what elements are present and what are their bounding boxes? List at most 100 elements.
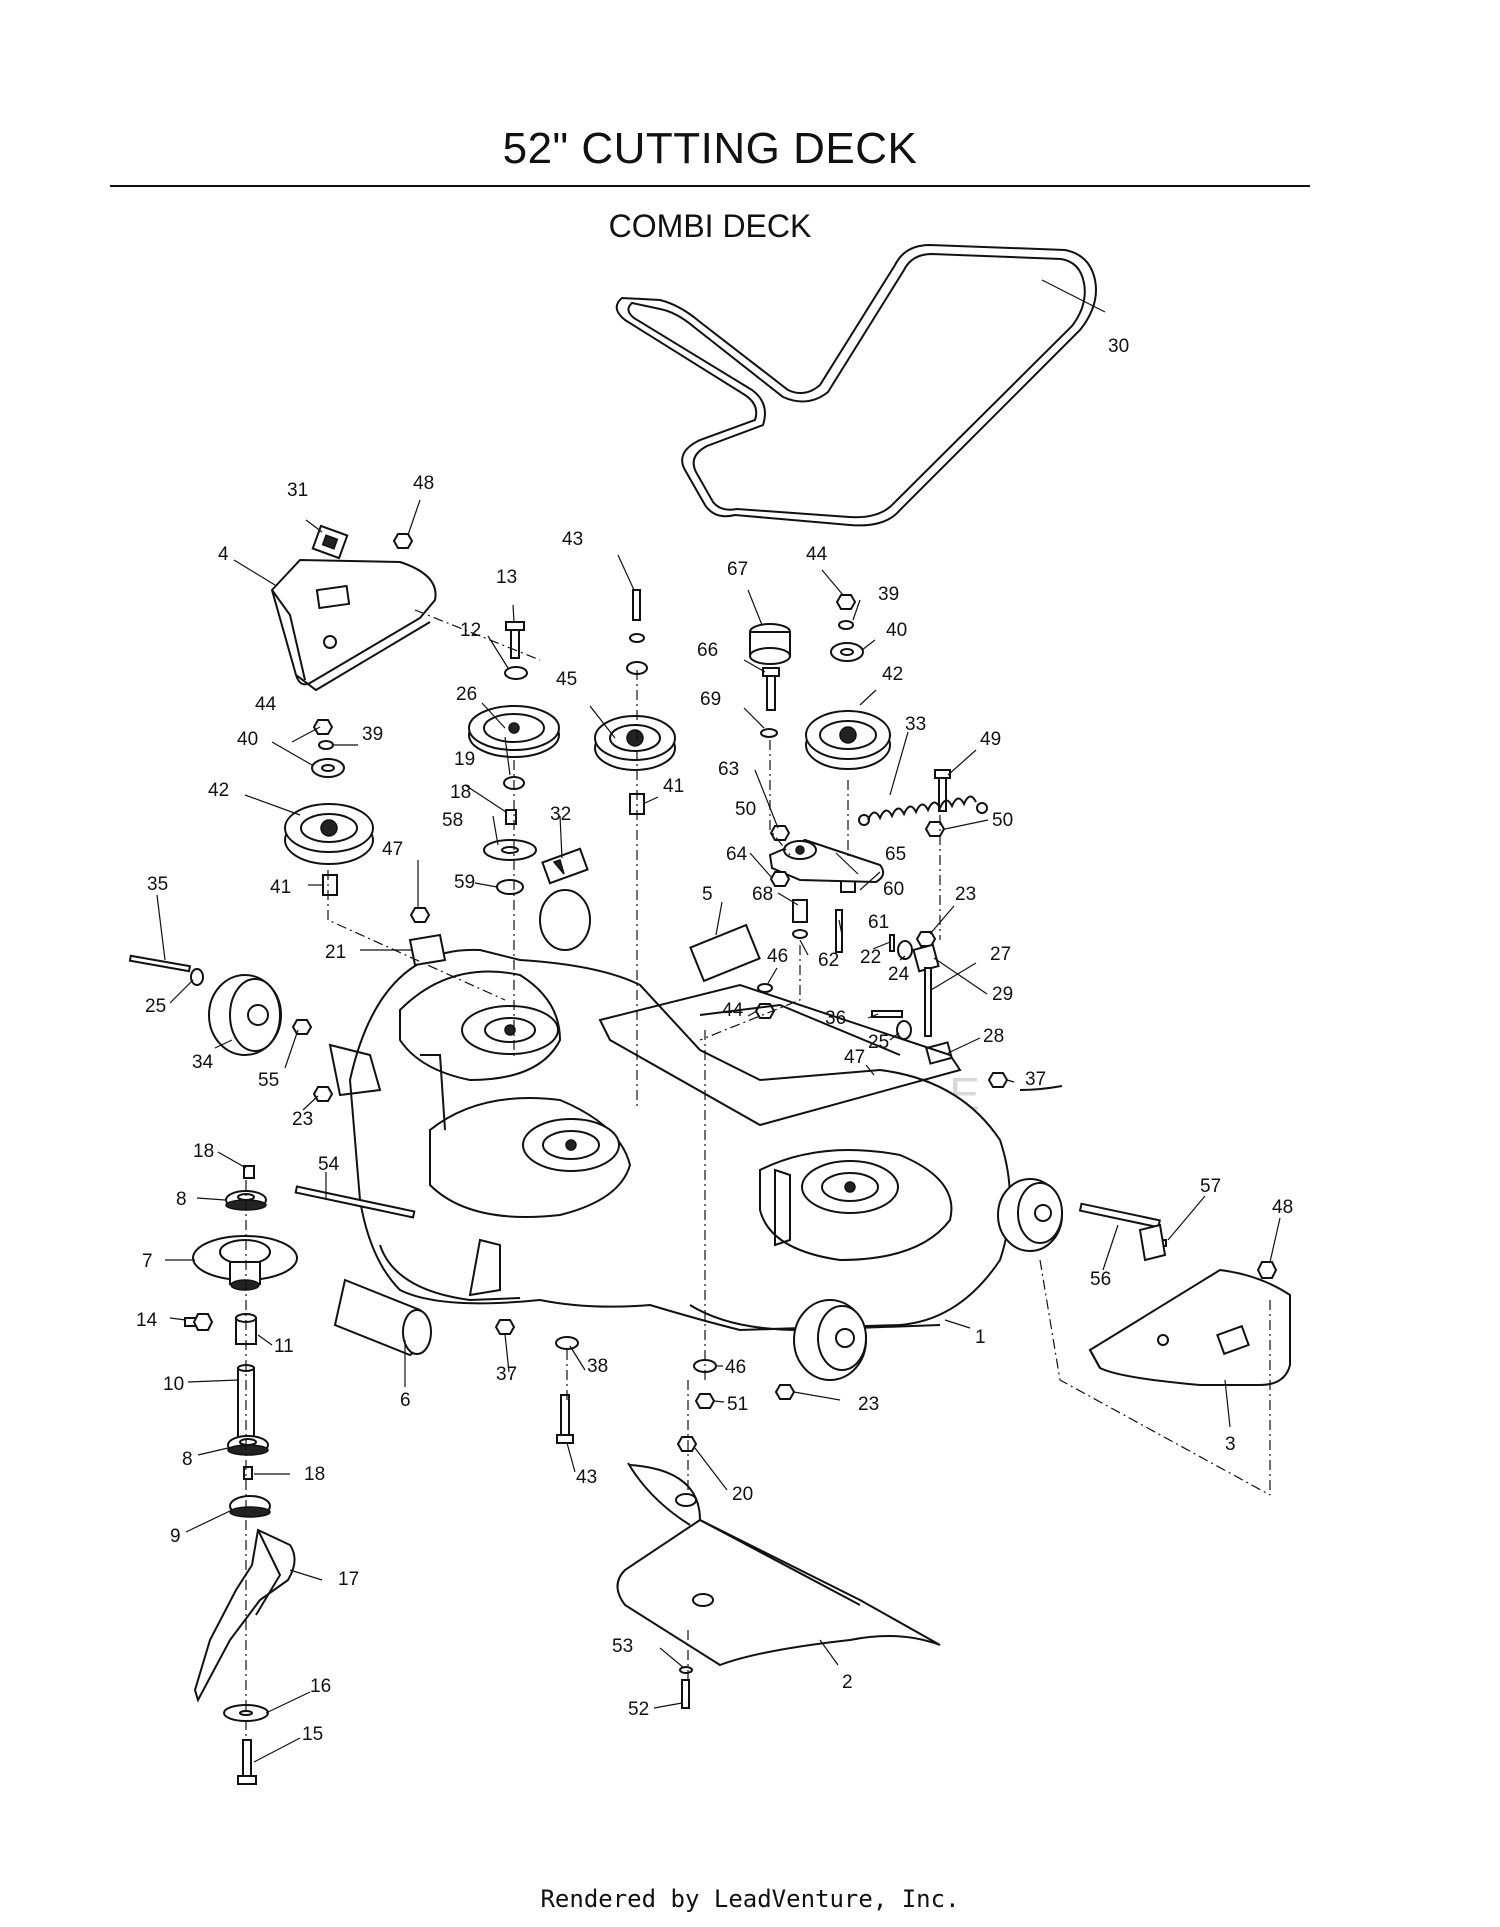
callout-43-upper: 43 <box>562 529 583 550</box>
part-54-bolt <box>294 1185 416 1219</box>
part-21-bracket <box>408 933 447 967</box>
callout-29: 29 <box>992 984 1013 1005</box>
callout-55: 55 <box>258 1070 279 1091</box>
callout-7: 7 <box>142 1251 153 1272</box>
callout-21: 21 <box>325 942 346 963</box>
callout-23-left: 23 <box>292 1109 313 1130</box>
callout-59: 59 <box>454 872 475 893</box>
part-50-nut-right <box>924 821 946 837</box>
part-13-bolt <box>505 621 525 659</box>
part-51-nut <box>694 1393 716 1409</box>
callout-9: 9 <box>170 1526 181 1547</box>
callout-18-top: 18 <box>193 1141 214 1162</box>
callout-44-left: 44 <box>255 694 277 715</box>
part-62-washer <box>792 929 808 939</box>
title-rule <box>110 185 1310 187</box>
callout-32: 32 <box>550 804 571 825</box>
part-33-spring <box>858 795 988 826</box>
callout-16: 16 <box>310 1676 331 1697</box>
callout-56: 56 <box>1090 1269 1111 1290</box>
part-8-bearing-bottom <box>227 1435 269 1456</box>
callout-50-right: 50 <box>992 810 1013 831</box>
callout-27: 27 <box>990 944 1011 965</box>
part-36-bolt <box>871 1010 903 1018</box>
callout-38: 38 <box>587 1356 608 1377</box>
callout-64: 64 <box>726 844 748 865</box>
diagram-subtitle: COMBI DECK <box>608 208 812 244</box>
part-18-key-left-top <box>243 1165 255 1179</box>
part-43-bolt-lower <box>556 1394 574 1444</box>
part-67-bumper <box>749 623 791 665</box>
part-48-nut-right <box>1256 1261 1278 1279</box>
callout-33: 33 <box>905 714 926 735</box>
callout-11: 11 <box>274 1336 294 1357</box>
callout-20: 20 <box>732 1484 753 1505</box>
callout-68: 68 <box>752 884 773 905</box>
part-wheel-front-right <box>997 1178 1063 1252</box>
callout-36: 36 <box>825 1008 846 1029</box>
part-4-pulley-cover-left <box>270 558 437 692</box>
part-wheel-front-center <box>793 1299 867 1381</box>
callout-51: 51 <box>727 1394 748 1415</box>
part-15-bolt <box>237 1739 257 1785</box>
callout-43-lower: 43 <box>576 1467 597 1488</box>
part-25-washer-right <box>896 1020 912 1040</box>
part-57-bolt <box>1138 1223 1167 1262</box>
callout-26: 26 <box>456 684 477 705</box>
part-29-rod <box>924 967 932 1037</box>
callout-53: 53 <box>612 1636 633 1657</box>
callout-39-right: 39 <box>878 584 899 605</box>
part-40-bearing-left <box>311 758 345 778</box>
callout-15: 15 <box>302 1724 323 1745</box>
callout-12: 12 <box>460 620 481 641</box>
callout-41-right: 41 <box>663 776 684 797</box>
part-23-nut-left <box>312 1086 334 1102</box>
callout-5: 5 <box>702 884 713 905</box>
callout-25-right: 25 <box>868 1032 889 1053</box>
part-50-nut-left <box>769 825 791 841</box>
callout-23-lower: 23 <box>858 1394 879 1415</box>
callout-18-upper: 18 <box>450 782 471 803</box>
part-39-washer-right <box>838 620 854 630</box>
part-35-bolt <box>128 954 192 973</box>
callout-35: 35 <box>147 874 168 895</box>
callout-48-right: 48 <box>1272 1197 1293 1218</box>
callout-labels: 1 2 3 4 5 6 7 8 8 9 10 11 12 13 14 15 16… <box>136 336 1293 1745</box>
callout-48-left: 48 <box>413 473 434 494</box>
part-41-spacer-left <box>322 874 338 896</box>
callout-37-right: 37 <box>1025 1069 1046 1090</box>
part-58-washer <box>483 839 537 861</box>
part-1-deck <box>328 948 1011 1332</box>
callout-34: 34 <box>192 1052 214 1073</box>
callout-31: 31 <box>287 480 308 501</box>
callout-66: 66 <box>697 640 718 661</box>
footer-credit: Rendered by LeadVenture, Inc. <box>540 1885 960 1913</box>
callout-6: 6 <box>400 1390 411 1411</box>
part-52-bolt <box>681 1679 690 1709</box>
callout-24: 24 <box>888 964 910 985</box>
callout-39-left: 39 <box>362 724 383 745</box>
part-69-washer <box>760 728 778 738</box>
callout-50-left: 50 <box>735 799 756 820</box>
part-6-roller <box>333 1278 432 1357</box>
callout-58: 58 <box>442 810 463 831</box>
part-59-washer <box>496 879 524 895</box>
callout-42-left: 42 <box>208 780 229 801</box>
part-64-nut <box>769 871 791 887</box>
callout-8-bottom: 8 <box>182 1449 193 1470</box>
part-34-wheel <box>208 974 282 1056</box>
part-22-pin <box>889 934 895 952</box>
part-39-washer-left <box>318 740 334 750</box>
callout-65: 65 <box>885 844 906 865</box>
assembly-centerlines <box>245 609 1271 1740</box>
callout-49: 49 <box>980 729 1001 750</box>
callout-46-upper: 46 <box>767 946 788 967</box>
part-9-bearing <box>229 1495 271 1518</box>
page-title: 52" CUTTING DECK <box>502 124 918 173</box>
callout-45: 45 <box>556 669 577 690</box>
part-46-washer-upper <box>757 983 773 993</box>
part-37-nut-lower <box>494 1319 516 1335</box>
callout-3: 3 <box>1225 1434 1236 1455</box>
part-38-washer <box>555 1336 579 1350</box>
